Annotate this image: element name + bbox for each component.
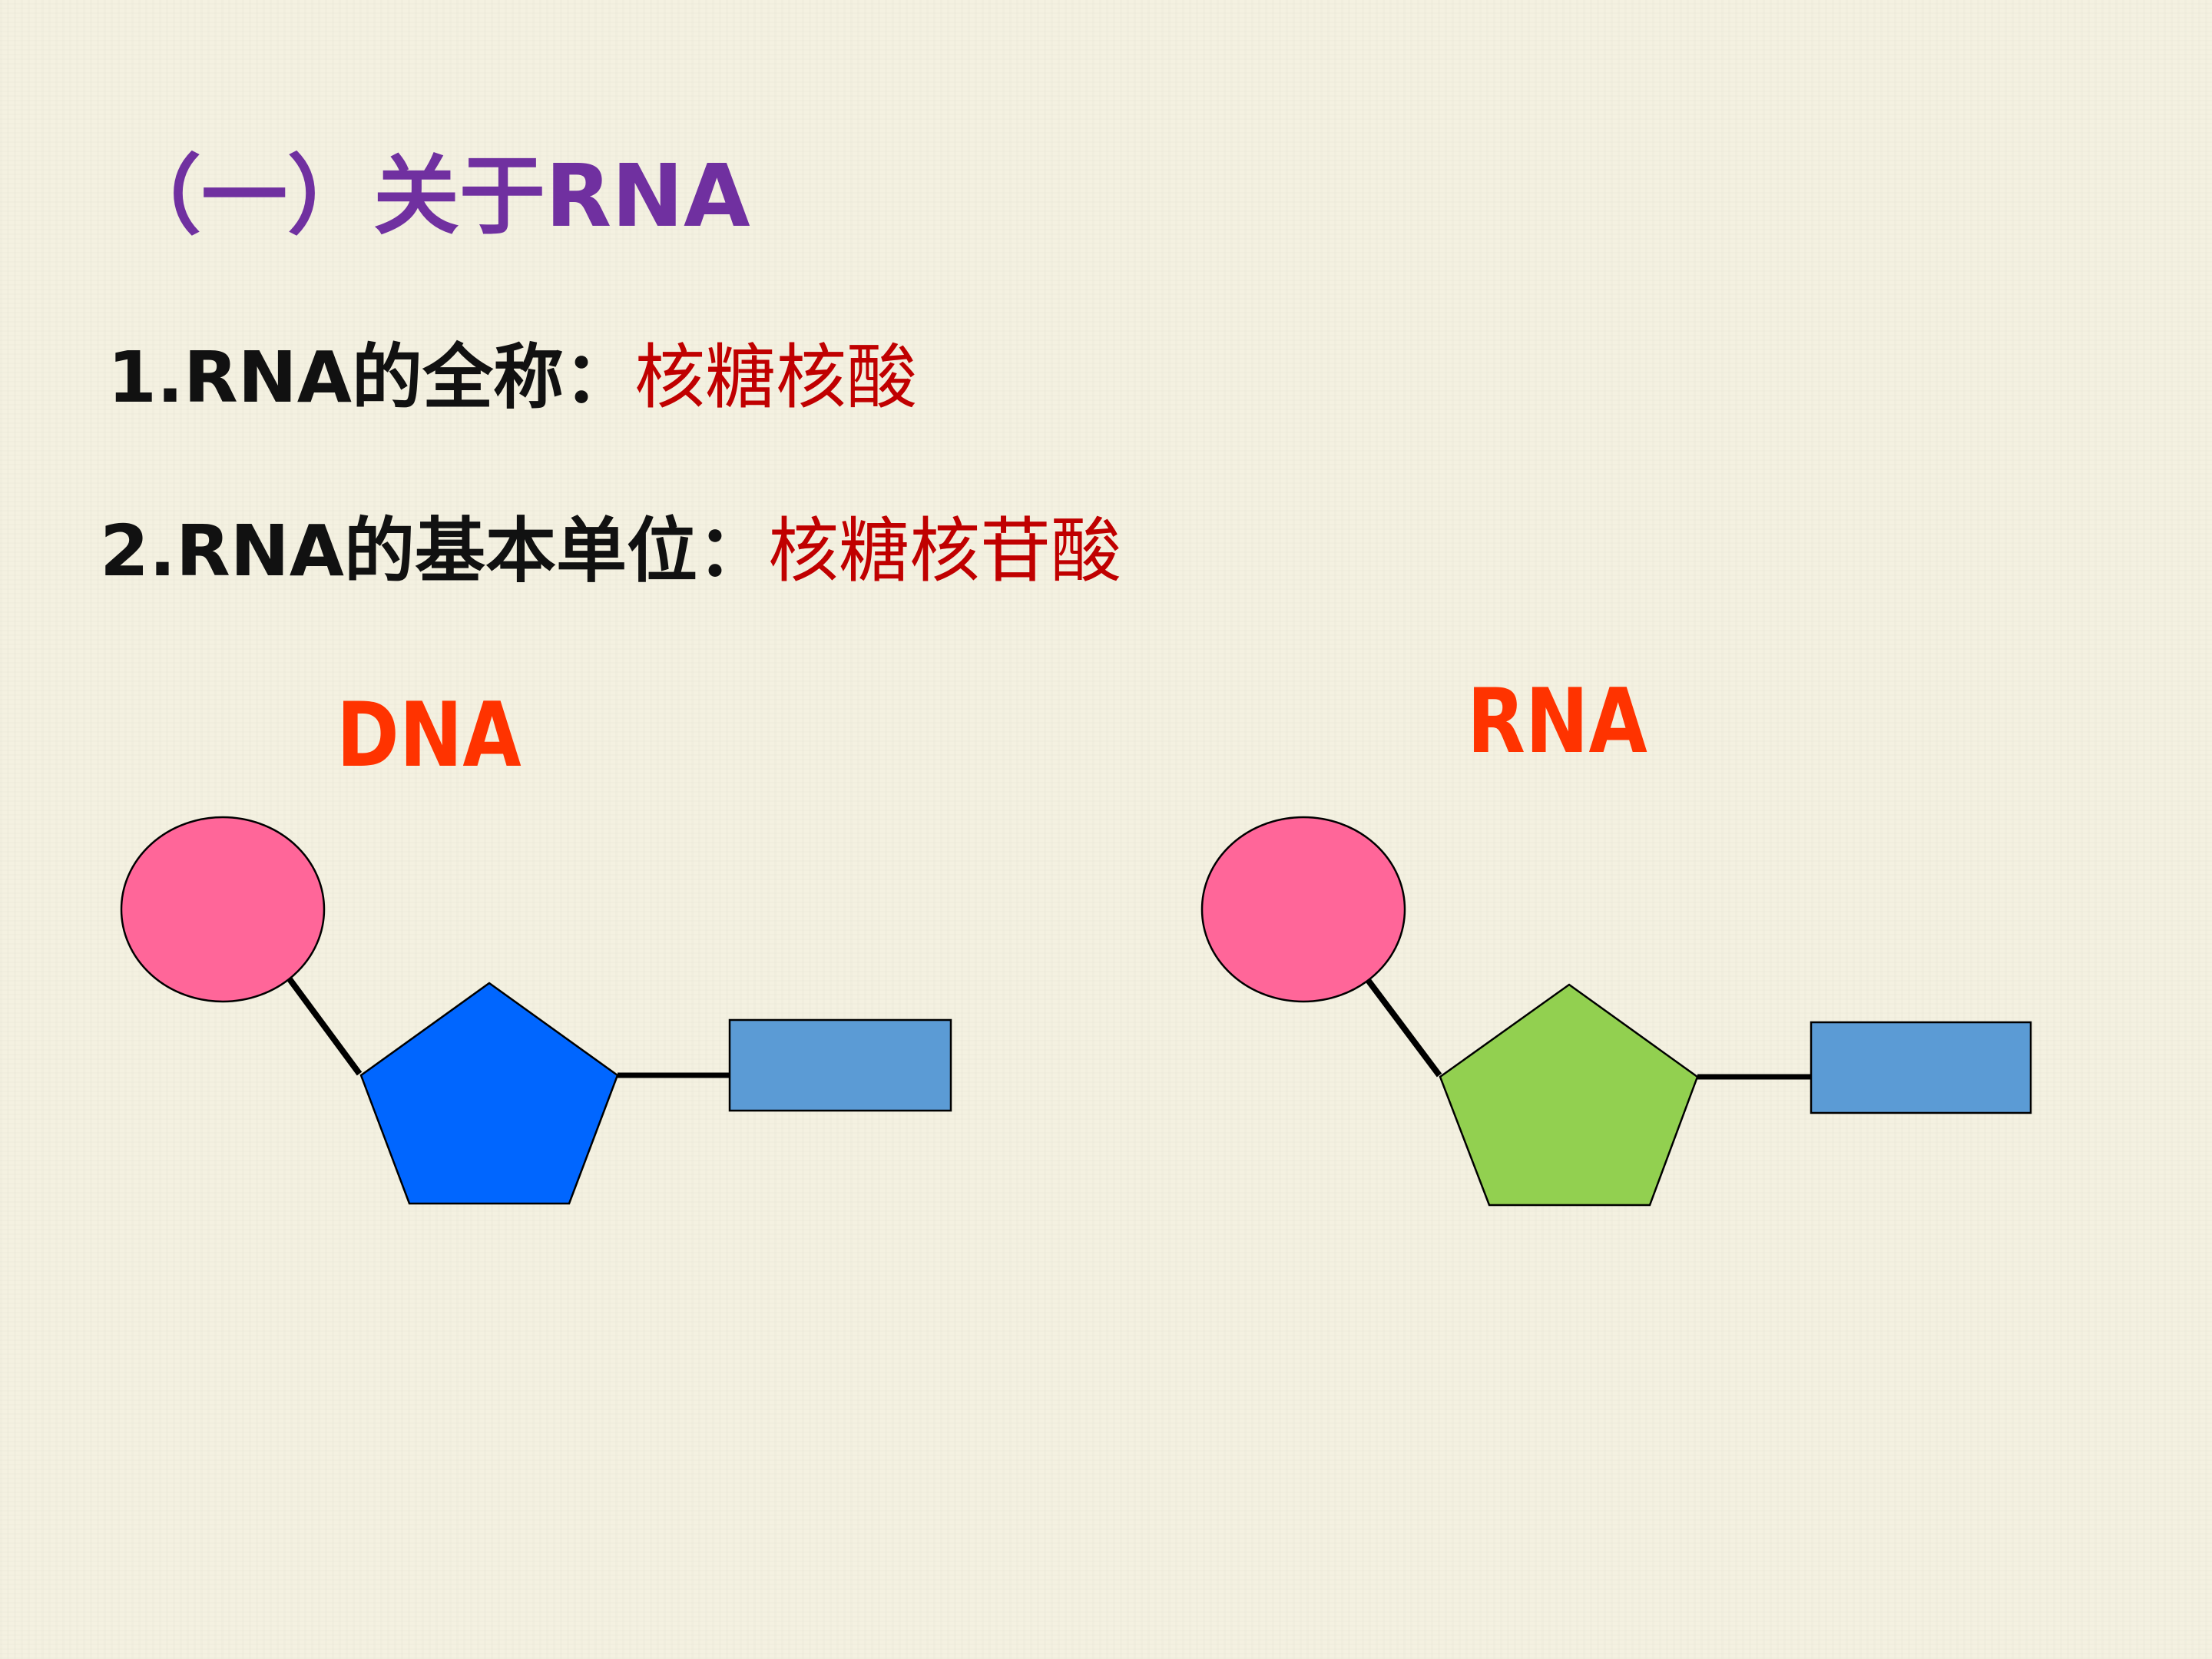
rna-basic-unit-line: 2.RNA的基本单位：核糖核苷酸: [100, 516, 1121, 587]
dna-phosphate-circle: [120, 816, 326, 1003]
dna-nucleotide-label: DNA: [336, 684, 522, 787]
rna-basic-unit-answer: 核糖核苷酸: [768, 510, 1122, 592]
rna-ribose-pentagon: [1439, 983, 1699, 1207]
dna-phosphate-sugar-bond: [283, 972, 363, 1076]
rna-full-name-label: 1.RNA的全称：: [108, 336, 635, 419]
rna-nucleotide-label: RNA: [1467, 670, 1647, 773]
rna-nucleotide: [1200, 816, 2032, 1207]
dna-deoxyribose-pentagon: [359, 982, 619, 1205]
rna-phosphate-circle: [1200, 816, 1406, 1003]
dna-nucleotide: [120, 816, 952, 1205]
rna-phosphate-sugar-bond: [1363, 975, 1442, 1078]
rna-full-name-line: 1.RNA的全称：核糖核酸: [108, 343, 917, 413]
rna-full-name-answer: 核糖核酸: [634, 336, 918, 419]
dna-base-rectangle: [728, 1018, 952, 1112]
slide-title: （一）关于RNA: [115, 147, 750, 247]
rna-basic-unit-label: 2.RNA的基本单位：: [100, 510, 769, 592]
rna-base-rectangle: [1810, 1021, 2032, 1114]
